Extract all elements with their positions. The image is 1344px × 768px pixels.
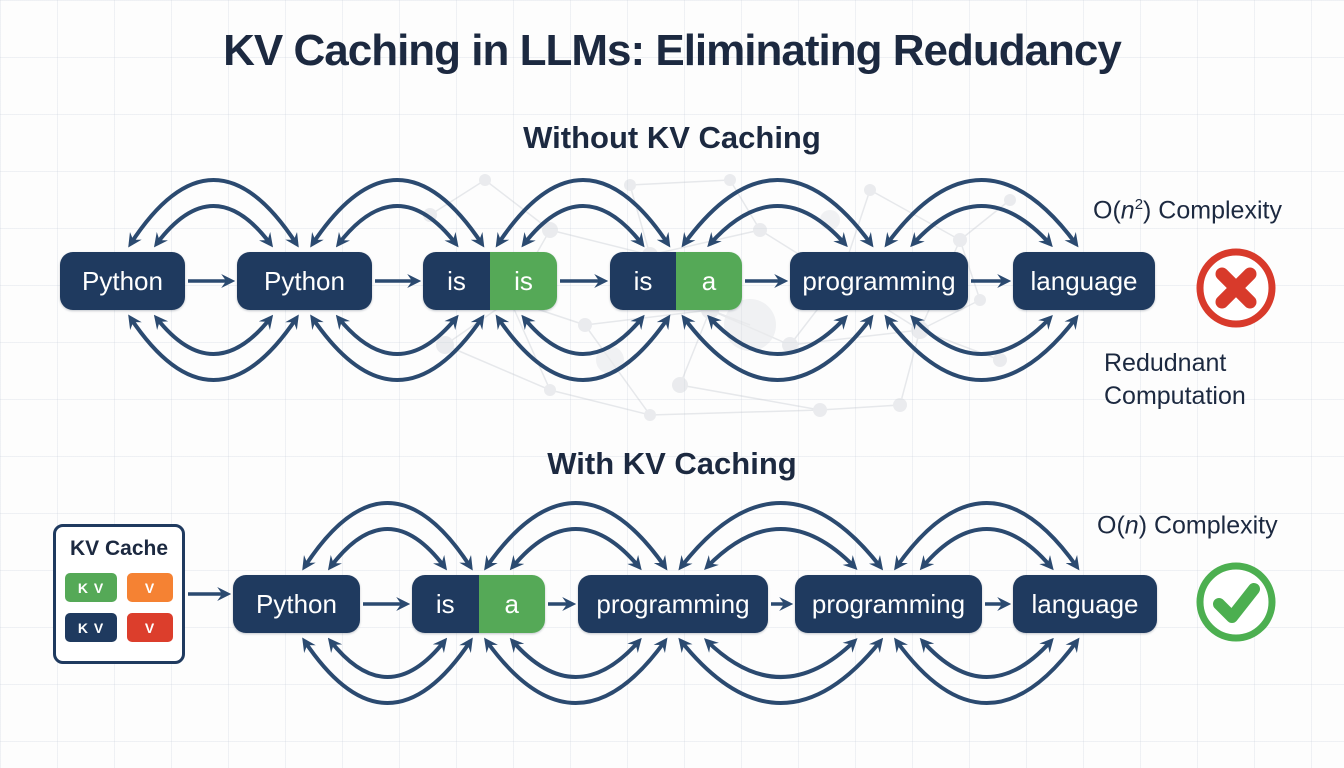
token-half-new: a — [478, 575, 545, 633]
token: Python — [237, 252, 372, 310]
section-heading-with-kv: With KV Caching — [547, 446, 797, 481]
check-icon — [1196, 562, 1276, 642]
complexity-variable: n — [1120, 196, 1135, 225]
complexity-pre: O( — [1093, 196, 1121, 225]
token-label: programming — [811, 588, 966, 619]
complexity-sup: 2 — [1134, 196, 1144, 213]
token-label: language — [1030, 265, 1138, 296]
token-half-new: is — [490, 252, 557, 310]
kv-cache-chips: K V V K V V — [65, 573, 173, 642]
complexity-label-linear: O(n) Complexity — [1097, 511, 1278, 540]
page-title: KV Caching in LLMs: Eliminating Redudanc… — [223, 26, 1122, 75]
token: Python — [233, 575, 360, 633]
token-label: Python — [264, 265, 345, 296]
section-heading-without-kv: Without KV Caching — [523, 120, 821, 155]
token-half-cached: is — [412, 575, 479, 633]
kv-cache-box: KV Cache K V V K V V — [53, 524, 185, 664]
note-line: Redudnant — [1104, 349, 1227, 377]
cross-icon — [1196, 248, 1276, 328]
complexity-post: ) Complexity — [1143, 196, 1282, 225]
redundant-computation-note: Redudnant Computation — [1104, 347, 1246, 412]
kv-chip: K V — [65, 573, 117, 602]
token-split: is a — [610, 252, 742, 310]
complexity-label-quadratic: O(n2) Complexity — [1093, 196, 1282, 225]
complexity-variable: n — [1124, 511, 1139, 540]
token-split: is a — [412, 575, 545, 633]
token: programming — [790, 252, 968, 310]
token: language — [1013, 252, 1155, 310]
token-label: programming — [802, 265, 956, 296]
note-line: Computation — [1104, 381, 1246, 410]
token: programming — [578, 575, 768, 633]
token-label: Python — [82, 265, 163, 296]
kv-chip: K V — [65, 613, 117, 642]
v-chip: V — [127, 573, 173, 602]
complexity-post: ) Complexity — [1138, 511, 1278, 540]
complexity-pre: O( — [1097, 511, 1125, 540]
token-half-cached: is — [610, 252, 676, 310]
token: Python — [60, 252, 185, 310]
token-half-cached: is — [423, 252, 490, 310]
token-label: Python — [256, 588, 337, 619]
token-label: language — [1031, 588, 1139, 619]
token-split: is is — [423, 252, 557, 310]
kv-cache-title: KV Cache — [69, 537, 169, 560]
v-chip: V — [127, 613, 173, 642]
token-label: programming — [596, 588, 750, 619]
token-half-new: a — [676, 252, 742, 310]
token: programming — [795, 575, 982, 633]
token: language — [1013, 575, 1157, 633]
